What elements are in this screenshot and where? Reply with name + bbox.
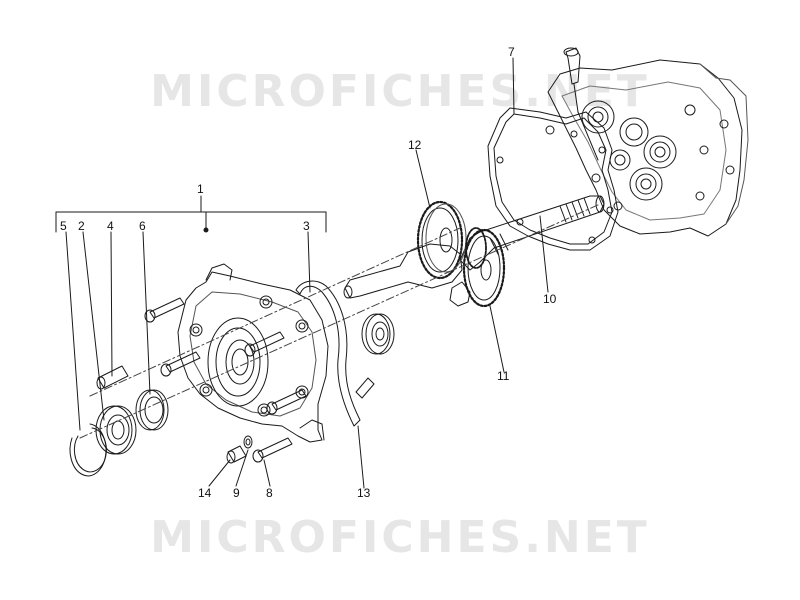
- watermark-bottom: MICROFICHES.NET: [150, 512, 650, 563]
- callout-3: 3: [303, 219, 310, 233]
- leader-lines: [56, 58, 548, 488]
- circlip: [70, 424, 106, 476]
- callout-6: 6: [139, 219, 146, 233]
- shaft-bearing: [362, 314, 394, 354]
- callout-2: 2: [78, 219, 85, 233]
- oil-seal: [136, 390, 168, 430]
- transmission-cover: [178, 264, 328, 442]
- dowel-pin: [97, 366, 128, 389]
- watermark-top: MICROFICHES.NET: [150, 66, 650, 117]
- callout-9: 9: [233, 486, 240, 500]
- callout-8: 8: [266, 486, 273, 500]
- washer: [244, 436, 252, 448]
- callout-14: 14: [198, 486, 212, 500]
- gear-11: [450, 228, 504, 306]
- callout-11: 11: [497, 369, 510, 383]
- axis-lines: [80, 204, 600, 438]
- engine-crankcase: [548, 48, 748, 236]
- gasket: [488, 108, 618, 250]
- layshaft: [460, 196, 604, 270]
- callout-13: 13: [357, 486, 371, 500]
- callout-4: 4: [107, 219, 114, 233]
- breather-hose: [296, 281, 374, 426]
- callout-7: 7: [508, 45, 515, 59]
- gear-12: [344, 202, 466, 298]
- callout-10: 10: [543, 292, 557, 306]
- callout-1: 1: [197, 182, 204, 196]
- cover-bolts: [145, 298, 306, 462]
- left-bearing: [96, 406, 136, 454]
- callout-12: 12: [408, 138, 422, 152]
- callout-5: 5: [60, 219, 67, 233]
